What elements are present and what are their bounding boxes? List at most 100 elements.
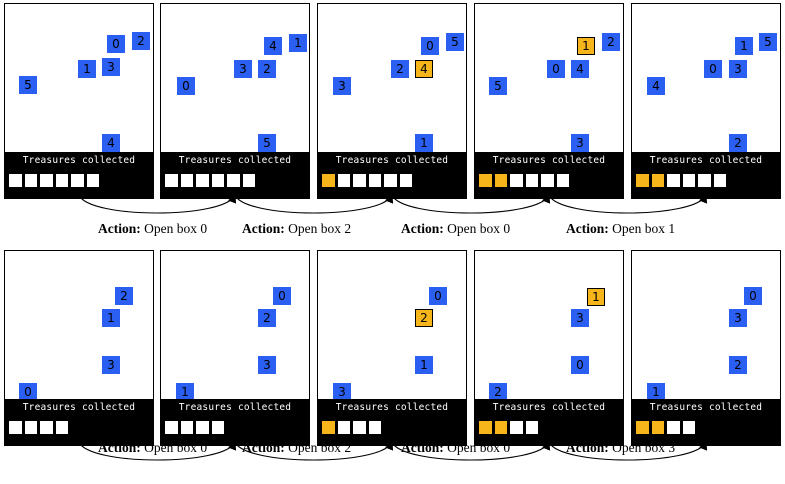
numbered-box: 1 [415,134,433,152]
action-label: Action: Open box 1 [566,221,675,237]
numbered-box: 3 [571,309,589,327]
treasure-slot-filled [650,420,665,435]
numbered-box: 0 [177,77,195,95]
treasure-box: 4 [415,60,433,78]
treasures-collected-label: Treasures collected [492,155,606,166]
treasure-slot-empty [336,173,351,188]
treasure-slot-empty [226,173,241,188]
action-prefix: Action: [98,440,141,455]
numbered-box: 1 [78,60,96,78]
treasures-collected-label: Treasures collected [335,155,449,166]
numbered-box: 0 [19,383,37,401]
numbered-box: 1 [176,383,194,401]
numbered-box: 3 [234,60,252,78]
numbered-box: 1 [415,356,433,374]
treasure-slot-filled [635,173,650,188]
numbered-box: 2 [602,33,620,51]
numbered-box: 0 [571,356,589,374]
numbered-box: 0 [429,287,447,305]
numbered-box: 1 [647,383,665,401]
treasure-slots [164,420,225,435]
numbered-box: 3 [571,134,589,152]
treasure-slots [478,420,539,435]
treasure-slot-empty [398,173,413,188]
treasure-slot-empty [39,420,54,435]
treasure-slots [635,420,696,435]
treasures-collected-label: Treasures collected [22,402,136,413]
treasure-slots [321,420,382,435]
numbered-box: 3 [102,58,120,76]
numbered-box: 0 [547,60,565,78]
treasures-collected-label: Treasures collected [649,155,763,166]
numbered-box: 3 [729,60,747,78]
numbered-box: 2 [258,60,276,78]
numbered-box: 0 [273,287,291,305]
numbered-box: 5 [258,134,276,152]
treasure-slots [321,173,413,188]
treasure-slot-empty [336,420,351,435]
treasure-bar: Treasures collected [475,399,623,445]
treasure-slot-empty [524,173,539,188]
action-prefix: Action: [242,440,285,455]
treasure-slot-empty [85,173,100,188]
numbered-box: 4 [571,60,589,78]
numbered-box: 5 [759,33,777,51]
numbered-box: 4 [102,134,120,152]
treasure-slot-empty [367,420,382,435]
treasure-slot-empty [524,420,539,435]
treasure-slot-empty [210,173,225,188]
numbered-box: 2 [729,134,747,152]
treasure-slot-empty [681,173,696,188]
treasure-slot-empty [179,420,194,435]
action-text: Open box 3 [612,440,676,455]
treasure-slot-empty [8,173,23,188]
treasure-slot-empty [540,173,555,188]
treasure-slot-empty [712,173,727,188]
numbered-box: 0 [421,37,439,55]
numbered-box: 2 [489,383,507,401]
action-label: Action: Open box 3 [566,440,675,456]
numbered-box: 2 [258,309,276,327]
numbered-box: 1 [289,34,307,52]
action-prefix: Action: [401,440,444,455]
action-prefix: Action: [566,440,609,455]
treasure-slot-filled [321,420,336,435]
treasure-slot-empty [164,420,179,435]
action-label: Action: Open box 0 [98,221,207,237]
treasure-bar: Treasures collected [475,152,623,198]
action-prefix: Action: [566,221,609,236]
treasure-slot-empty [70,173,85,188]
treasure-slot-empty [195,420,210,435]
treasure-slot-empty [666,173,681,188]
treasure-bar: Treasures collected [632,399,780,445]
treasure-slots [635,173,727,188]
treasure-slot-filled [478,420,493,435]
numbered-box: 3 [258,356,276,374]
numbered-box: 3 [102,356,120,374]
treasure-slot-empty [54,173,69,188]
treasure-box: 1 [577,37,595,55]
treasures-collected-label: Treasures collected [335,402,449,413]
treasure-slot-empty [8,420,23,435]
treasure-slot-empty [666,420,681,435]
numbered-box: 0 [704,60,722,78]
treasure-slots [164,173,256,188]
action-text: Open box 0 [447,440,511,455]
treasure-slot-filled [650,173,665,188]
numbered-box: 4 [647,77,665,95]
treasure-bar: Treasures collected [632,152,780,198]
